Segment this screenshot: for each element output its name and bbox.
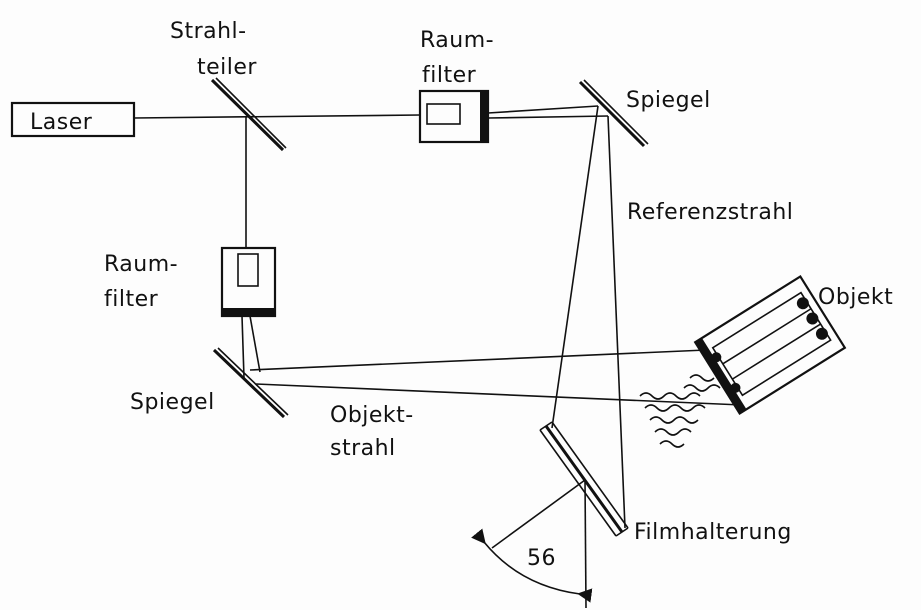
laser-beam (133, 114, 421, 119)
angle-label: 56 (527, 546, 556, 571)
mirror-top-edge (583, 79, 649, 145)
object-beam-lower (255, 383, 743, 406)
beamsplitter (210, 78, 285, 152)
reference-beam-right (607, 115, 626, 529)
object-beam-label-line2: strahl (330, 436, 396, 461)
spatial-filter-left-lens (237, 253, 259, 287)
mirror-top-label: Spiegel (626, 88, 711, 113)
angle-vertical-reference (584, 479, 587, 609)
object-beam-upper (249, 349, 707, 371)
object-beam-label-line1: Objekt- (330, 403, 414, 428)
spatial-filter-left (220, 246, 277, 318)
beamsplitter-label-line1: Strahl- (170, 19, 247, 44)
object-beam-divergence-1 (241, 315, 245, 379)
spatial-filter-top (418, 89, 490, 144)
mirror-left-edge (217, 347, 289, 416)
laser-box (10, 101, 136, 138)
object-beam-divergence-2 (249, 315, 261, 373)
angle-arc (471, 528, 593, 603)
mirror-left-label: Spiegel (130, 390, 215, 415)
spatial-filter-top-lens (426, 103, 461, 125)
reference-beam-left (551, 105, 599, 429)
spatial-filter-left-label-line2: filter (104, 287, 159, 312)
beamsplitter-label-line2: teiler (197, 55, 257, 80)
spatial-filter-left-label-line1: Raum- (104, 252, 178, 277)
reference-beam-label: Referenzstrahl (627, 200, 793, 225)
mirror-left (212, 348, 286, 419)
spatial-filter-top-pinhole (480, 91, 488, 142)
film-holder-label: Filmhalterung (634, 520, 792, 545)
laser-label: Laser (30, 110, 93, 135)
mirror-top (578, 80, 646, 148)
spatial-filter-left-pinhole (222, 308, 275, 316)
spatial-filter-top-label-line2: filter (422, 63, 477, 88)
ref-beam-divergence-2 (487, 115, 609, 119)
object-label: Objekt (818, 285, 893, 310)
object (693, 275, 847, 415)
scattered-wavefronts (639, 374, 721, 448)
spatial-filter-top-label-line1: Raum- (420, 28, 494, 53)
ref-beam-divergence-1 (487, 105, 599, 114)
film-holder (539, 421, 629, 537)
angle-normal-line (491, 479, 586, 549)
beamsplitter-edge (215, 77, 287, 149)
